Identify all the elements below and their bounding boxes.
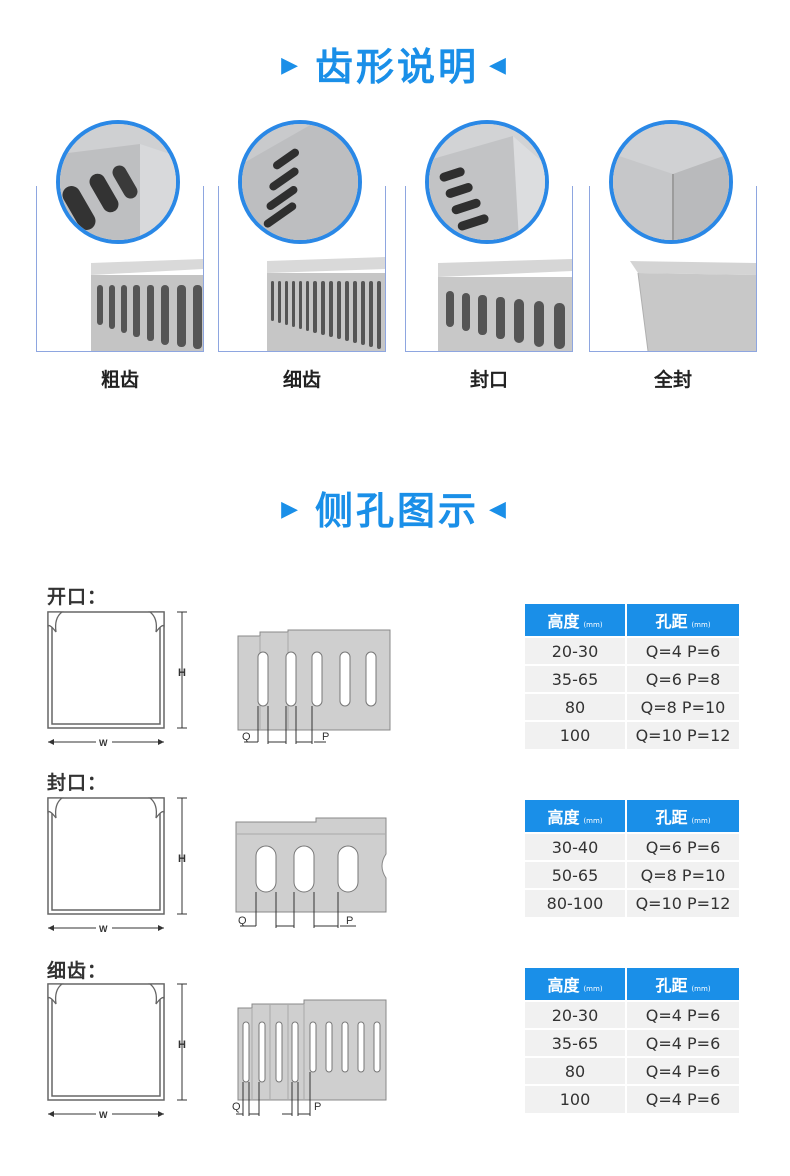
left-triangle-icon: ◀	[489, 53, 509, 78]
dim-label-w: W	[99, 924, 108, 934]
dim-label-p: P	[346, 915, 353, 927]
cross-section-diagram: H W	[47, 611, 187, 748]
header-height: 高度(mm)	[525, 800, 627, 833]
tooth-card-sealed	[405, 120, 573, 360]
cross-section-diagram: H W	[47, 983, 187, 1120]
dim-label-p: P	[314, 1101, 321, 1113]
zoom-circle	[425, 120, 549, 244]
cross-section-diagram: H W	[47, 797, 187, 934]
dim-label-p: P	[322, 731, 329, 743]
duct-photo	[630, 261, 756, 351]
right-triangle-icon: ▶	[281, 497, 301, 522]
tooth-label-fine: 细齿	[282, 369, 321, 391]
header-pitch: 孔距(mm)	[626, 968, 739, 1001]
tooth-card-coarse	[36, 120, 204, 360]
section-title-text: 侧孔图示	[314, 489, 479, 533]
group-title-sealed: 封口：	[47, 772, 108, 794]
duct-photo	[438, 259, 572, 351]
left-triangle-icon: ◀	[489, 497, 509, 522]
header-height: 高度(mm)	[525, 604, 627, 637]
dim-label-q: Q	[242, 731, 251, 743]
header-pitch: 孔距(mm)	[626, 604, 739, 637]
duct-photo	[91, 259, 203, 351]
tooth-card-fine	[218, 120, 386, 360]
dim-label-h: H	[178, 1039, 186, 1051]
section-title-text: 齿形说明	[314, 45, 479, 89]
tooth-label-sealed: 封口	[469, 369, 508, 391]
dim-label-w: W	[99, 1110, 108, 1120]
zoom-circle	[56, 120, 180, 244]
dim-label-q: Q	[238, 915, 247, 927]
group-title-open: 开口：	[47, 586, 108, 608]
zoom-circle	[238, 120, 362, 244]
dim-label-w: W	[99, 738, 108, 748]
tooth-label-full-closed: 全封	[653, 369, 692, 391]
section-title-side-holes: ▶ 侧孔图示 ◀	[0, 480, 790, 535]
zoom-circle	[609, 120, 733, 244]
duct-photo	[267, 257, 385, 351]
right-triangle-icon: ▶	[281, 53, 301, 78]
side-hole-diagram: Q P	[232, 999, 387, 1116]
section-title-tooth-shape: ▶ 齿形说明 ◀	[0, 36, 790, 91]
tooth-card-full-closed	[589, 120, 757, 360]
header-height: 高度(mm)	[525, 968, 627, 1001]
dim-label-q: Q	[232, 1101, 241, 1113]
tooth-label-coarse: 粗齿	[100, 369, 139, 391]
group-title-fine: 细齿：	[47, 960, 108, 982]
dim-label-h: H	[178, 853, 186, 865]
side-hole-diagram: Q P	[235, 817, 387, 928]
dim-label-h: H	[178, 667, 186, 679]
header-pitch: 孔距(mm)	[626, 800, 739, 833]
side-hole-diagram: Q P	[237, 629, 391, 744]
